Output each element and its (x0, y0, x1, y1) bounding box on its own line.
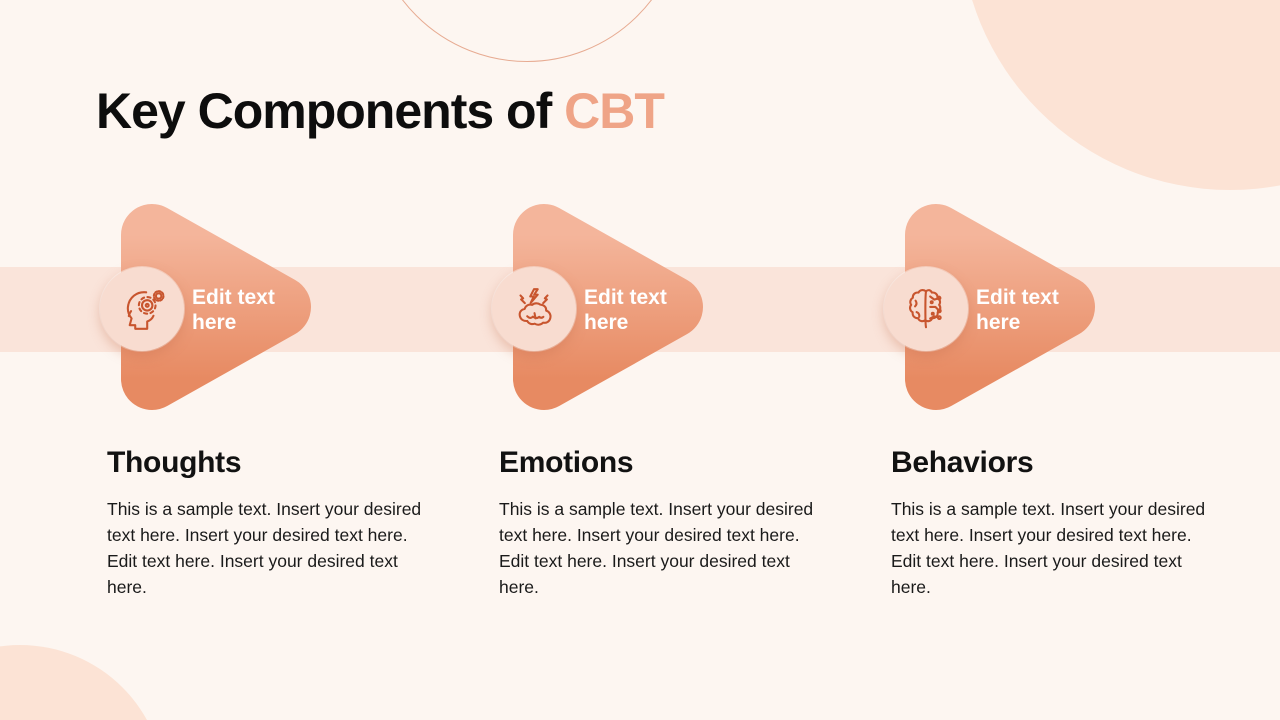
slide-title[interactable]: Key Components of CBT (96, 82, 665, 140)
column-heading[interactable]: Emotions (499, 446, 634, 479)
decor-circle-bottom-left (0, 645, 165, 720)
icon-badge-behaviors (884, 267, 968, 351)
column-body[interactable]: This is a sample text. Insert your desir… (499, 499, 814, 597)
column-emotions: Emotions This is a sample text. Insert y… (499, 446, 817, 600)
arrow-group-behaviors: Edit text here (884, 199, 1124, 419)
arrow-group-thoughts: Edit text here (100, 199, 340, 419)
brain-lightning-icon (518, 288, 552, 326)
icon-badge-emotions (492, 267, 576, 351)
decor-arc-outline (370, 0, 684, 62)
column-behaviors: Behaviors This is a sample text. Insert … (891, 446, 1209, 600)
icon-badge-thoughts (100, 267, 184, 351)
head-gears-icon (126, 290, 165, 330)
edit-text-placeholder[interactable]: Edit text here (192, 286, 275, 334)
column-body[interactable]: This is a sample text. Insert your desir… (891, 499, 1206, 597)
edit-text-placeholder[interactable]: Edit text here (584, 286, 667, 334)
column-thoughts: Thoughts This is a sample text. Insert y… (107, 446, 425, 600)
brain-circuit-icon (909, 289, 942, 329)
slide-title-prefix: Key Components of (96, 83, 565, 139)
column-heading[interactable]: Thoughts (107, 446, 242, 479)
column-body[interactable]: This is a sample text. Insert your desir… (107, 499, 422, 597)
edit-text-placeholder[interactable]: Edit text here (976, 286, 1059, 334)
decor-circle-top-right (960, 0, 1280, 190)
column-heading[interactable]: Behaviors (891, 446, 1034, 479)
slide-title-highlight: CBT (564, 83, 665, 139)
arrow-group-emotions: Edit text here (492, 199, 732, 419)
